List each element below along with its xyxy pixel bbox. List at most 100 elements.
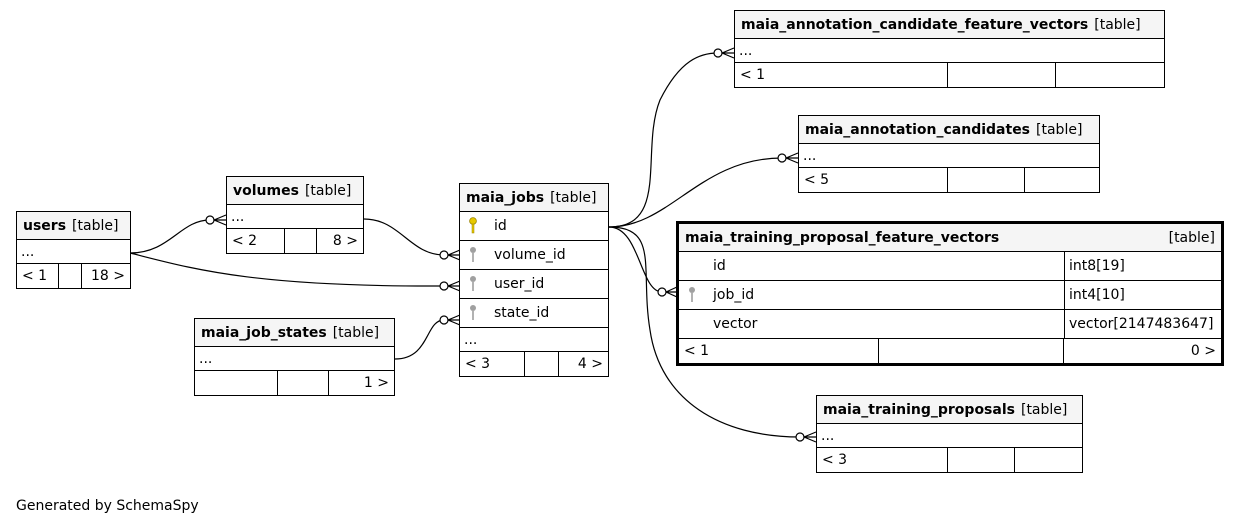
table-header: maia_annotation_candidate_feature_vector… <box>735 11 1164 39</box>
column-name: id <box>494 218 507 234</box>
edge-end-circle <box>439 281 449 291</box>
crowfoot <box>213 214 227 226</box>
table-type: [table] <box>72 217 119 234</box>
crowfoot <box>447 249 461 261</box>
table-footer: < 3 4 > <box>460 352 608 376</box>
table-maia-training-proposals[interactable]: maia_training_proposals[table] ... < 3 <box>816 395 1083 473</box>
edge-users-volumes <box>129 219 211 254</box>
table-maia-annotation-candidates[interactable]: maia_annotation_candidates [table] ... < … <box>798 115 1100 193</box>
crowfoot <box>721 47 735 59</box>
edge-end-circle <box>439 250 449 260</box>
edge-end-circle <box>657 287 667 297</box>
table-name: maia_training_proposals <box>823 401 1015 418</box>
ellipsis-row: ... <box>195 347 394 371</box>
table-header: users [table] <box>17 212 130 240</box>
table-users[interactable]: users [table] ... < 1 18 > <box>16 211 131 289</box>
table-header: maia_jobs [table] <box>460 184 608 212</box>
crowfoot <box>665 286 678 298</box>
foreign-key-icon <box>464 275 482 293</box>
ellipsis-row: ... <box>460 328 608 352</box>
table-footer: < 1 0 > <box>679 339 1221 363</box>
edge-volumes-maia-jobs <box>363 218 445 256</box>
table-type: [table] <box>1168 229 1215 246</box>
edge-end-circle <box>795 432 805 442</box>
edge-job-states-maia-jobs <box>394 319 445 360</box>
column-row-volume-id[interactable]: volume_id <box>460 241 608 270</box>
parent-count: < 3 <box>460 352 525 376</box>
table-name: maia_jobs <box>466 189 545 206</box>
table-type: [table] <box>550 189 597 206</box>
parent-count: < 1 <box>735 63 948 87</box>
parent-count: < 3 <box>817 448 948 472</box>
column-row-state-id[interactable]: state_id <box>460 299 608 328</box>
table-type: [table] <box>1036 121 1083 138</box>
child-count: 8 > <box>332 233 358 249</box>
column-count <box>948 63 1056 87</box>
table-footer: 1 > <box>195 371 394 395</box>
column-row-id[interactable]: id <box>460 212 608 241</box>
parent-count <box>195 371 278 395</box>
table-maia-annotation-candidate-feature-vectors[interactable]: maia_annotation_candidate_feature_vector… <box>734 10 1165 88</box>
table-type: [table] <box>1094 16 1141 33</box>
table-footer: < 2 8 > <box>227 229 363 253</box>
column-row-vector[interactable]: vector vector[2147483647] <box>679 310 1221 339</box>
child-count <box>1056 63 1164 87</box>
column-datatype: int4[10] <box>1064 281 1221 309</box>
column-datatype: int8[19] <box>1064 252 1221 280</box>
column-name: vector <box>713 316 758 332</box>
table-header: volumes [table] <box>227 177 363 205</box>
ellipsis-row: ... <box>227 205 363 229</box>
edge-jobs-annotation-candidates <box>608 157 783 228</box>
parent-count: < 1 <box>679 339 879 363</box>
table-header: maia_job_states[table] <box>195 319 394 347</box>
column-count <box>879 339 1064 363</box>
crowfoot <box>785 152 799 164</box>
edge-end-circle <box>205 215 215 225</box>
column-name: id <box>713 258 726 274</box>
table-footer: < 1 18 > <box>17 264 130 288</box>
primary-key-icon <box>464 217 482 235</box>
crowfoot <box>447 280 461 292</box>
column-row-job-id[interactable]: job_id int4[10] <box>679 281 1221 310</box>
column-count <box>948 168 1025 192</box>
table-footer: < 5 <box>799 168 1099 192</box>
column-count <box>948 448 1015 472</box>
column-name: user_id <box>494 276 545 292</box>
child-count <box>1025 168 1099 192</box>
child-count: 1 > <box>363 375 389 391</box>
table-footer: < 1 <box>735 63 1164 87</box>
table-volumes[interactable]: volumes [table] ... < 2 8 > <box>226 176 364 254</box>
edge-jobs-training-proposals <box>608 226 801 438</box>
edge-users-maia-jobs <box>129 252 445 287</box>
parent-count: < 2 <box>227 229 285 253</box>
table-header: maia_training_proposal_feature_vectors[t… <box>679 224 1221 252</box>
edge-jobs-annotation-candidate-feature-vectors <box>608 52 719 228</box>
column-row-id[interactable]: id int8[19] <box>679 252 1221 281</box>
table-type: [table] <box>304 182 352 199</box>
column-count <box>285 229 317 253</box>
child-count: 18 > <box>91 268 125 284</box>
column-row-user-id[interactable]: user_id <box>460 270 608 299</box>
edge-end-circle <box>439 315 449 325</box>
table-maia-job-states[interactable]: maia_job_states[table] ... 1 > <box>194 318 395 396</box>
table-name: volumes <box>233 182 299 199</box>
edge-jobs-training-proposal-feature-vectors <box>608 226 663 293</box>
table-name: maia_job_states <box>201 324 327 341</box>
table-header: maia_training_proposals[table] <box>817 396 1082 424</box>
ellipsis-row: ... <box>17 240 130 264</box>
edge-end-circle <box>713 48 723 58</box>
foreign-key-icon <box>464 304 482 322</box>
table-name: maia_annotation_candidate_feature_vector… <box>741 16 1089 33</box>
column-count <box>525 352 559 376</box>
column-count <box>278 371 329 395</box>
table-maia-jobs[interactable]: maia_jobs [table] id volume_id user_id st… <box>459 183 609 377</box>
ellipsis-row: ... <box>799 144 1099 168</box>
column-name: job_id <box>713 287 755 303</box>
table-maia-training-proposal-feature-vectors[interactable]: maia_training_proposal_feature_vectors[t… <box>676 221 1224 366</box>
table-name: users <box>23 217 67 234</box>
column-count <box>59 264 82 288</box>
generator-credit: Generated by SchemaSpy <box>16 498 199 514</box>
child-count: 4 > <box>577 356 603 372</box>
table-name: maia_annotation_candidates <box>805 121 1031 138</box>
